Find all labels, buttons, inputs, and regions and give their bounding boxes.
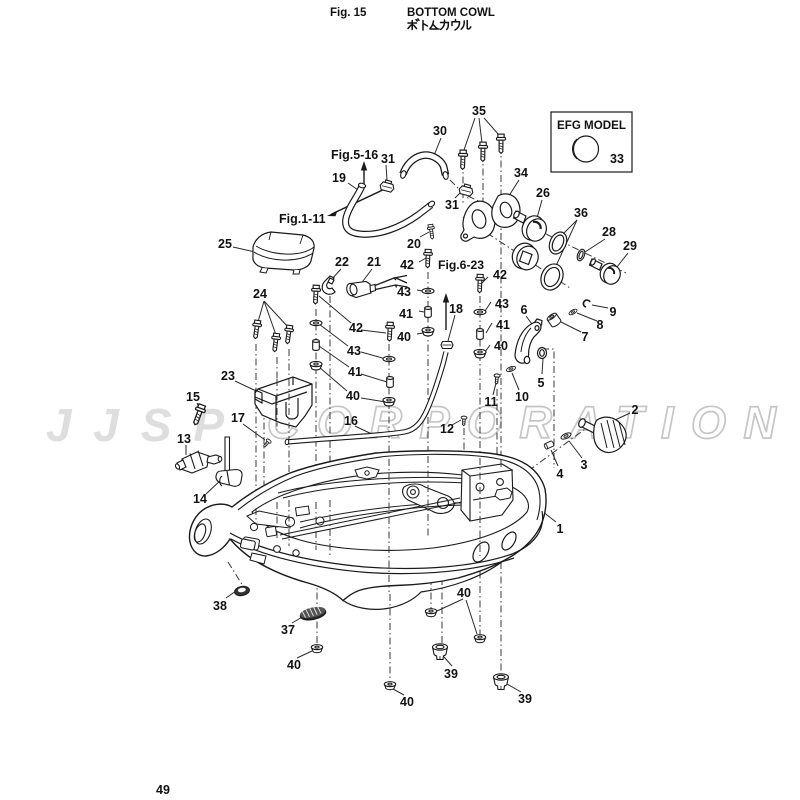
- svg-text:8: 8: [597, 318, 604, 332]
- svg-text:42: 42: [349, 321, 363, 335]
- svg-text:9: 9: [610, 305, 617, 319]
- svg-text:22: 22: [335, 255, 349, 269]
- svg-text:39: 39: [518, 692, 532, 706]
- svg-text:40: 40: [397, 330, 411, 344]
- svg-text:Fig.1-11: Fig.1-11: [279, 212, 326, 226]
- svg-text:43: 43: [397, 285, 411, 299]
- svg-text:42: 42: [400, 258, 414, 272]
- svg-text:30: 30: [433, 124, 447, 138]
- svg-text:31: 31: [445, 198, 459, 212]
- svg-text:Fig.5-16: Fig.5-16: [331, 148, 378, 162]
- svg-text:18: 18: [449, 302, 463, 316]
- svg-text:20: 20: [407, 237, 421, 251]
- svg-text:34: 34: [514, 166, 528, 180]
- svg-text:43: 43: [495, 297, 509, 311]
- svg-text:33: 33: [610, 152, 624, 166]
- svg-text:49: 49: [156, 783, 170, 797]
- svg-text:35: 35: [472, 104, 486, 118]
- svg-text:2: 2: [632, 403, 639, 417]
- svg-text:19: 19: [332, 171, 346, 185]
- svg-text:38: 38: [213, 599, 227, 613]
- svg-text:41: 41: [399, 307, 413, 321]
- svg-text:12: 12: [440, 422, 454, 436]
- svg-text:4: 4: [557, 467, 564, 481]
- svg-text:13: 13: [177, 432, 191, 446]
- svg-text:Fig.6-23: Fig.6-23: [438, 258, 484, 272]
- svg-text:40: 40: [457, 586, 471, 600]
- svg-text:25: 25: [218, 237, 232, 251]
- svg-text:5: 5: [538, 376, 545, 390]
- svg-text:42: 42: [493, 268, 507, 282]
- svg-text:17: 17: [231, 411, 245, 425]
- svg-text:CORPORATION: CORPORATION: [267, 397, 789, 448]
- svg-text:40: 40: [494, 339, 508, 353]
- svg-text:23: 23: [221, 369, 235, 383]
- svg-text:41: 41: [496, 318, 510, 332]
- svg-text:40: 40: [400, 695, 414, 709]
- svg-text:Fig. 15: Fig. 15: [330, 7, 367, 19]
- svg-text:31: 31: [381, 152, 395, 166]
- svg-text:EFG MODEL: EFG MODEL: [557, 119, 626, 132]
- svg-text:36: 36: [574, 206, 588, 220]
- svg-text:37: 37: [281, 623, 295, 637]
- svg-text:39: 39: [444, 667, 458, 681]
- svg-text:11: 11: [484, 395, 497, 409]
- svg-text:6: 6: [521, 303, 528, 317]
- svg-text:15: 15: [186, 390, 200, 404]
- svg-text:26: 26: [536, 186, 550, 200]
- svg-text:40: 40: [287, 658, 301, 672]
- svg-text:28: 28: [602, 225, 616, 239]
- svg-text:16: 16: [344, 414, 358, 428]
- svg-text:3: 3: [581, 458, 588, 472]
- svg-text:29: 29: [623, 239, 637, 253]
- svg-text:10: 10: [515, 390, 529, 404]
- svg-text:40: 40: [346, 389, 360, 403]
- svg-text:43: 43: [347, 344, 361, 358]
- svg-text:24: 24: [253, 287, 267, 301]
- svg-text:1: 1: [557, 522, 564, 536]
- svg-text:14: 14: [193, 492, 207, 506]
- svg-text:41: 41: [348, 365, 362, 379]
- svg-text:BOTTOM COWL: BOTTOM COWL: [407, 7, 495, 19]
- svg-text:7: 7: [582, 330, 589, 344]
- svg-text:21: 21: [367, 255, 381, 269]
